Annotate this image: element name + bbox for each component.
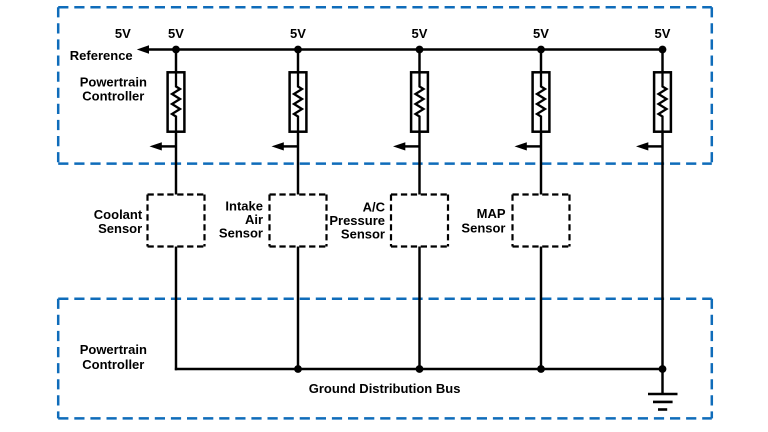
svg-text:Coolant: Coolant [94, 207, 143, 222]
svg-text:Powertrain: Powertrain [80, 74, 147, 89]
svg-text:Powertrain: Powertrain [80, 342, 147, 357]
svg-text:MAP: MAP [477, 206, 506, 221]
svg-text:Air: Air [245, 212, 263, 227]
svg-text:5V: 5V [533, 26, 549, 41]
svg-text:Reference: Reference [70, 48, 133, 63]
svg-text:5V: 5V [115, 26, 131, 41]
svg-text:Controller: Controller [82, 357, 144, 372]
svg-text:5V: 5V [290, 26, 306, 41]
svg-text:5V: 5V [655, 26, 671, 41]
svg-text:Sensor: Sensor [98, 221, 142, 236]
svg-text:Pressure: Pressure [329, 213, 385, 228]
svg-text:Controller: Controller [82, 89, 144, 104]
svg-text:5V: 5V [168, 26, 184, 41]
svg-text:Sensor: Sensor [341, 227, 385, 242]
svg-text:5V: 5V [412, 26, 428, 41]
svg-text:A/C: A/C [363, 200, 386, 215]
svg-text:Sensor: Sensor [461, 221, 505, 236]
svg-text:Ground Distribution Bus: Ground Distribution Bus [309, 381, 461, 396]
svg-text:Sensor: Sensor [219, 226, 263, 241]
svg-text:Intake: Intake [225, 199, 263, 214]
